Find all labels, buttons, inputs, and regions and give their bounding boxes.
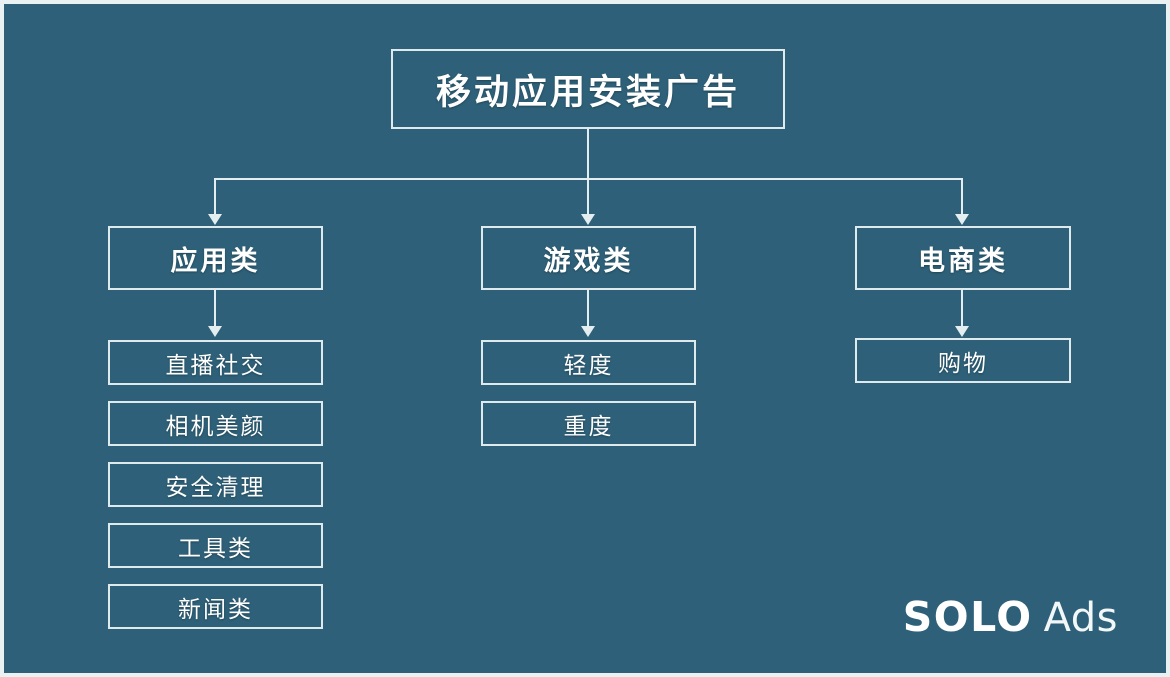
branch-node-ecommerce[interactable]: 电商类 <box>855 226 1071 290</box>
leaf-node-security-clean[interactable]: 安全清理 <box>108 462 323 507</box>
arrow-head-ecommerce-leaf-icon <box>955 326 969 337</box>
leaf-node-shopping[interactable]: 购物 <box>855 338 1071 383</box>
arrow-head-apps-leaf-icon <box>208 326 222 337</box>
connector-drop-ecommerce <box>961 178 963 217</box>
arrow-head-games-leaf-icon <box>581 326 595 337</box>
tree-root-node[interactable]: 移动应用安装广告 <box>391 49 785 129</box>
leaf-node-live-social[interactable]: 直播社交 <box>108 340 323 385</box>
solo-ads-logo: SOLO Ads <box>903 593 1118 641</box>
connector-drop-apps <box>214 178 216 217</box>
branch-node-games[interactable]: 游戏类 <box>481 226 696 290</box>
connector-root-stem <box>587 129 589 179</box>
logo-secondary-text: Ads <box>1043 595 1118 641</box>
leaf-node-heavy-games[interactable]: 重度 <box>481 401 696 446</box>
leaf-node-news[interactable]: 新闻类 <box>108 584 323 629</box>
connector-ecommerce-to-leaf <box>961 290 963 328</box>
connector-drop-games <box>587 178 589 217</box>
connector-apps-to-leaf <box>214 290 216 328</box>
arrow-head-ecommerce-icon <box>955 214 969 225</box>
arrow-head-apps-icon <box>208 214 222 225</box>
leaf-node-light-games[interactable]: 轻度 <box>481 340 696 385</box>
logo-primary-text: SOLO <box>902 593 1033 641</box>
leaf-node-camera-beauty[interactable]: 相机美颜 <box>108 401 323 446</box>
connector-games-to-leaf <box>587 290 589 328</box>
leaf-node-tools[interactable]: 工具类 <box>108 523 323 568</box>
arrow-head-games-icon <box>581 214 595 225</box>
branch-node-apps[interactable]: 应用类 <box>108 226 323 290</box>
